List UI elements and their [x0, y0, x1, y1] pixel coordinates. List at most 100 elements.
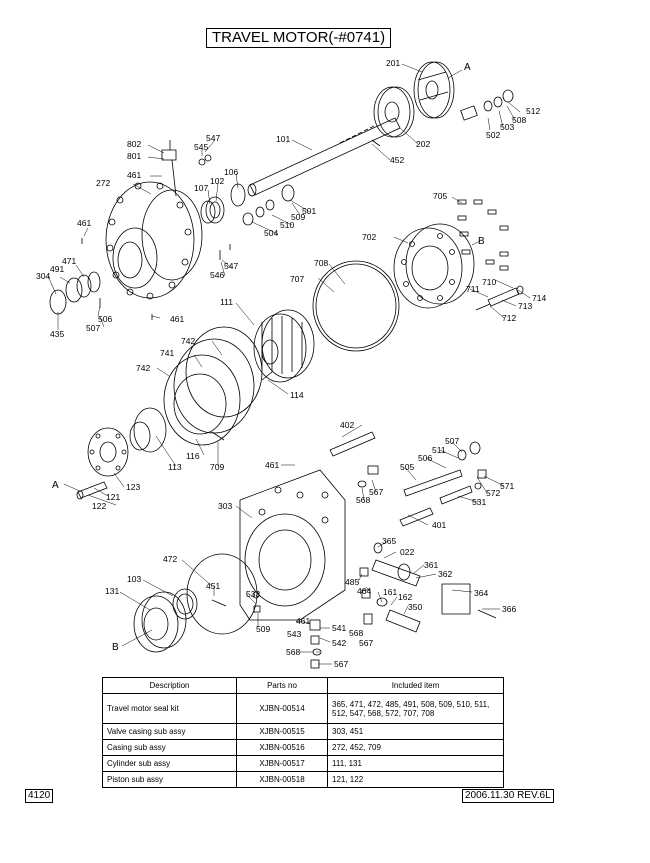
callout-712: 712	[502, 313, 516, 323]
callout-304: 304	[36, 271, 50, 281]
callout-507: 507	[86, 323, 100, 333]
row-included-item: 111, 131	[327, 755, 504, 772]
callout-485: 485	[345, 577, 359, 587]
callout-702: 702	[362, 232, 376, 242]
solenoid-364-366	[441, 583, 497, 619]
callout-542: 542	[332, 638, 346, 648]
row-description: Valve casing sub assy	[102, 723, 237, 740]
callout-509: 509	[291, 212, 305, 222]
row-parts-no: XJBN-00518	[236, 771, 328, 788]
table-row: Piston sub assy XJBN-00518 121, 122	[102, 771, 504, 788]
row-included-item: 121, 122	[327, 771, 504, 788]
callout-461-casing: 461	[265, 460, 279, 470]
callout-472: 472	[163, 554, 177, 564]
table-header-row: Description Parts no Included item	[102, 677, 504, 694]
callout-506: 506	[98, 314, 112, 324]
callout-714: 714	[532, 293, 546, 303]
callout-161: 161	[383, 587, 397, 597]
callout-508: 508	[512, 115, 526, 125]
plugs-541-543-567-568	[253, 605, 373, 669]
header-included-item: Included item	[327, 677, 504, 694]
callout-546: 546	[210, 270, 224, 280]
callout-401: 401	[432, 520, 446, 530]
callout-511: 511	[432, 445, 446, 455]
revision-date: 2006.11.30 REV.6L	[462, 789, 554, 803]
callout-201: 201	[386, 58, 400, 68]
callout-361: 361	[424, 560, 438, 570]
callout-365: 365	[382, 536, 396, 546]
callout-547: 547	[206, 133, 220, 143]
callout-491: 491	[50, 264, 64, 274]
callout-547-mid: 547	[224, 261, 238, 271]
table-row: Casing sub assy XJBN-00516 272, 452, 709	[102, 739, 504, 756]
parts-kit-table: Description Parts no Included item Trave…	[102, 677, 504, 788]
callout-531: 531	[472, 497, 486, 507]
callout-113: 113	[168, 462, 182, 472]
callout-741: 741	[160, 348, 174, 358]
callout-362: 362	[438, 569, 452, 579]
o-rings-707-708	[312, 260, 400, 352]
callout-103: 103	[127, 574, 141, 584]
header-description: Description	[102, 677, 237, 694]
page-number: 4120	[25, 789, 54, 803]
relief-valve-361-362	[371, 542, 421, 587]
callout-510: 510	[280, 220, 294, 230]
callout-507-right: 507	[445, 436, 459, 446]
valve-350-161-162	[376, 597, 421, 633]
callout-506-right: 506	[418, 453, 432, 463]
callout-102: 102	[210, 176, 224, 186]
callout-114: 114	[290, 390, 304, 400]
row-description: Cylinder sub assy	[102, 755, 237, 772]
spool-505-506-531	[403, 441, 481, 505]
callout-713: 713	[518, 301, 532, 311]
callout-567-lower: 567	[359, 638, 373, 648]
callout-B-right: B	[478, 236, 485, 247]
callout-572: 572	[486, 488, 500, 498]
callout-543: 543	[287, 629, 301, 639]
callout-303: 303	[218, 501, 232, 511]
callout-A-left: A	[52, 480, 59, 491]
callout-101: 101	[276, 134, 290, 144]
bolt-401-402	[329, 431, 434, 527]
plate-202	[373, 86, 415, 138]
bracket-801-802	[161, 140, 177, 197]
callout-710: 710	[482, 277, 496, 287]
callout-501: 501	[302, 206, 316, 216]
callout-461-left: 461	[77, 218, 91, 228]
callout-707: 707	[290, 274, 304, 284]
row-included-item: 365, 471, 472, 485, 491, 508, 509, 510, …	[327, 693, 504, 724]
cylinder-block-111	[253, 309, 315, 383]
valve-502-503-508-512	[460, 89, 514, 121]
callout-502: 502	[486, 130, 500, 140]
cover-201	[413, 61, 455, 119]
callout-451: 451	[206, 581, 220, 591]
callout-461-lower: 461	[296, 616, 310, 626]
callout-545: 545	[194, 142, 208, 152]
callout-541: 541	[332, 623, 346, 633]
bolts-461-506-507-546-547	[81, 154, 231, 320]
springs-705	[457, 199, 509, 271]
callout-202: 202	[416, 139, 430, 149]
callout-504: 504	[264, 228, 278, 238]
callout-labels: 201 A 512 508 503 502 202 452 101 547 54…	[36, 58, 546, 669]
callout-452: 452	[390, 155, 404, 165]
callout-106: 106	[224, 167, 238, 177]
row-parts-no: XJBN-00516	[236, 739, 328, 756]
callout-116: 116	[186, 451, 200, 461]
casing-272	[105, 181, 203, 300]
callout-705: 705	[433, 191, 447, 201]
shaft-101	[247, 117, 401, 197]
callout-107: 107	[194, 183, 208, 193]
callout-568-bottom: 568	[286, 647, 300, 657]
table-row: Cylinder sub assy XJBN-00517 111, 131	[102, 755, 504, 772]
orifices-464-485	[359, 567, 371, 599]
callout-121: 121	[106, 492, 120, 502]
callout-402: 402	[340, 420, 354, 430]
callout-364: 364	[474, 588, 488, 598]
callout-505: 505	[400, 462, 414, 472]
table-row: Valve casing sub assy XJBN-00515 303, 45…	[102, 723, 504, 740]
valve-plate-131	[133, 591, 187, 653]
callout-122: 122	[92, 501, 106, 511]
bearing-106-102-107	[200, 183, 246, 224]
